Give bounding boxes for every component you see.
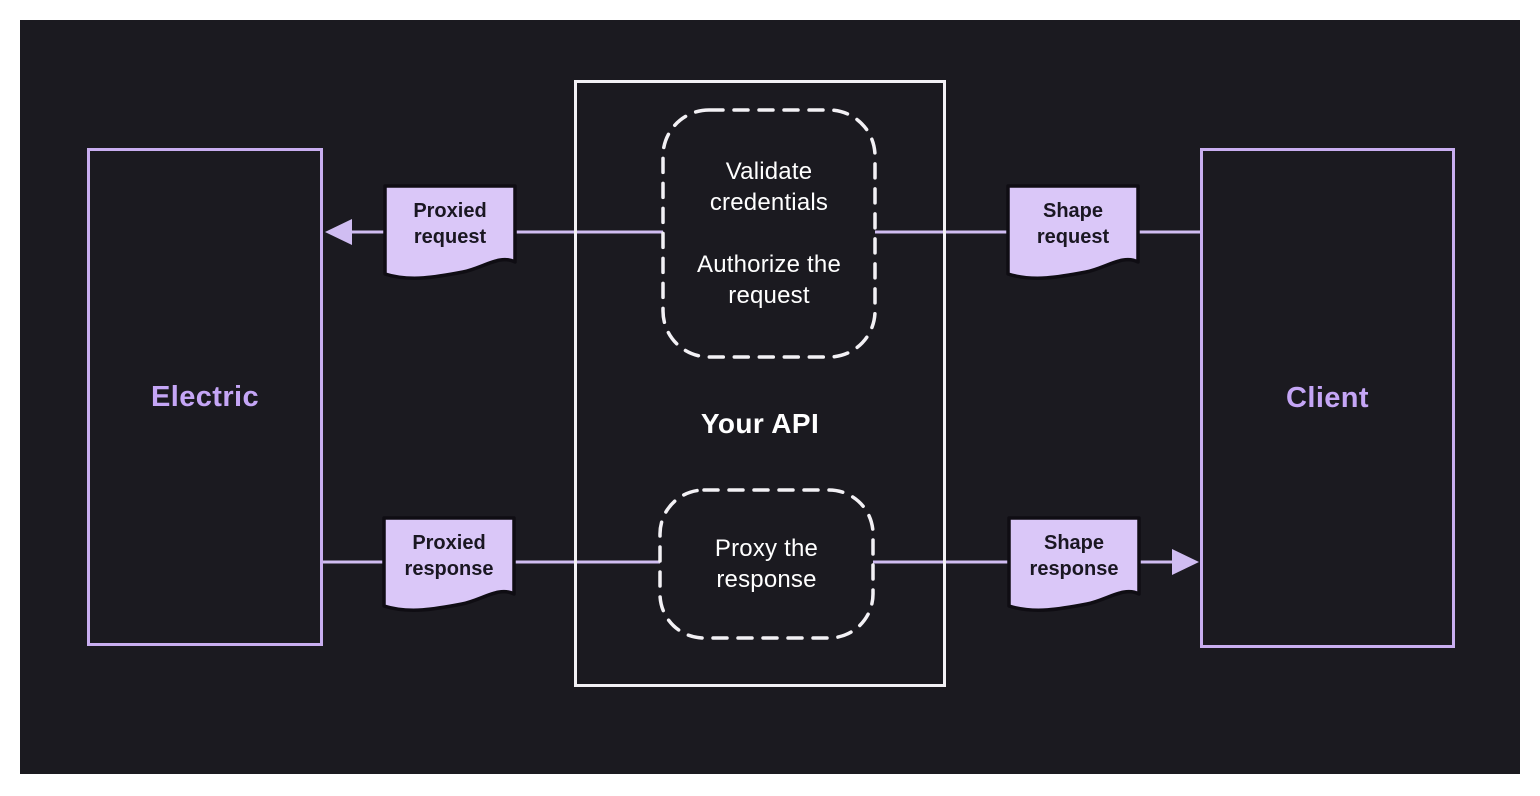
auth-step-line1: Validate credentials (709, 158, 829, 216)
diagram-canvas: Electric Client Your API Validate creden… (20, 20, 1520, 774)
arrowhead-left-icon (325, 219, 352, 245)
electric-node: Electric (87, 148, 323, 646)
shape-request-label: Shape request (1036, 200, 1110, 248)
api-label: Your API (700, 408, 820, 439)
proxy-step-label: Proxy the response (714, 535, 819, 593)
proxy-step: Proxy the response (660, 490, 873, 638)
shape-response-tag: Shape response (1007, 516, 1141, 596)
client-label: Client (1286, 381, 1369, 414)
api-node (574, 80, 946, 687)
auth-step: Validate credentials Authorize the reque… (663, 110, 875, 357)
electric-label: Electric (151, 380, 259, 413)
auth-step-line2: Authorize the request (696, 251, 842, 309)
proxied-response-tag: Proxied response (382, 516, 516, 596)
shape-response-tag-shape (1007, 516, 1141, 612)
proxied-request-label: Proxied request (413, 200, 487, 248)
auth-step-outline (661, 108, 877, 359)
proxied-response-label: Proxied response (404, 532, 494, 580)
connector-layer (323, 108, 1200, 640)
proxied-request-tag: Proxied request (383, 184, 517, 264)
shape-request-tag-shape (1006, 184, 1140, 280)
proxy-step-outline (658, 488, 875, 640)
arrowhead-right-icon (1172, 549, 1199, 575)
shape-request-tag: Shape request (1006, 184, 1140, 264)
proxied-response-tag-shape (382, 516, 516, 612)
proxied-request-tag-shape (383, 184, 517, 280)
client-node: Client (1200, 148, 1455, 648)
shape-response-label: Shape response (1029, 532, 1119, 580)
